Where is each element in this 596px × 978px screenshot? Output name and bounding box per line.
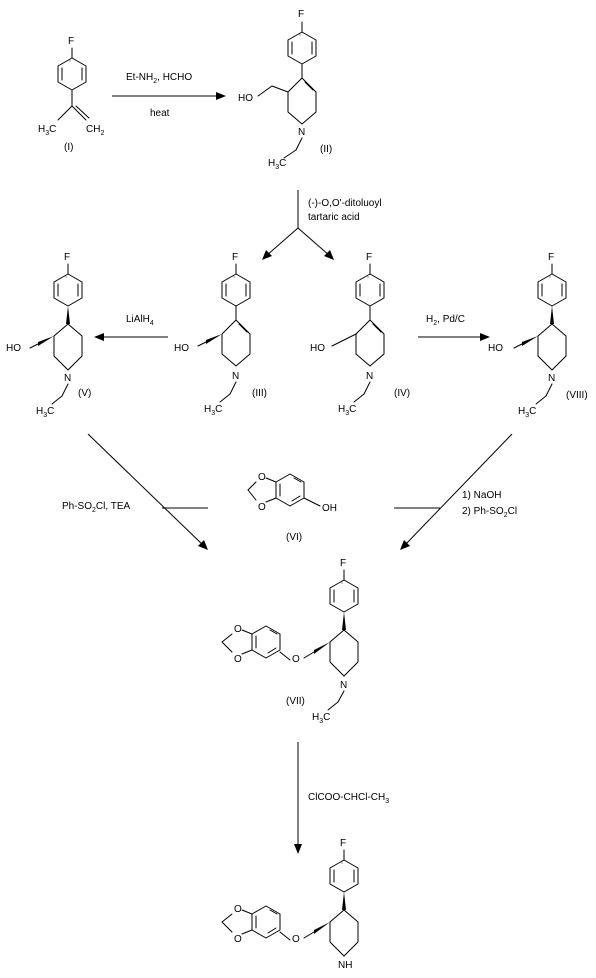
methyl-label: H3C (518, 406, 536, 419)
compound-II: F HO N H3C (II) (238, 9, 332, 171)
nitrogen-label: N (298, 127, 305, 138)
reagent-label: H2, Pd/C (426, 314, 465, 327)
hydroxyl-label: HO (174, 343, 189, 354)
oxygen-label: O (234, 904, 242, 915)
compound-id: (II) (320, 144, 332, 155)
methyl-label: H3C (312, 712, 330, 725)
ether-oxygen-label: O (292, 654, 300, 665)
methyl-label: H3C (204, 404, 222, 417)
oxygen-label: O (258, 502, 266, 513)
compound-id: (I) (64, 142, 73, 153)
hydroxyl-label: HO (6, 343, 21, 354)
fluorine-label: F (548, 252, 554, 263)
hydroxyl-label: HO (238, 93, 253, 104)
fluorine-label: F (64, 252, 70, 263)
methyl-label: H3C (38, 124, 56, 137)
arrow-left-diagonal: Ph-SO2Cl, TEA (62, 433, 208, 550)
fluorine-label: F (298, 9, 304, 20)
compound-IV: F HO N H3C (IV) (310, 252, 410, 417)
reagent-label: Et-NH2, HCHO (126, 72, 192, 85)
final-product: F O O O NH (221, 838, 359, 971)
compound-III: F HO N H3C (III) (174, 252, 267, 417)
nitrogen-label: N (340, 680, 347, 691)
hydroxyl-label: HO (310, 343, 325, 354)
arrow-1: Et-NH2, HCHO heat (112, 72, 226, 119)
methyl-label: H3C (268, 158, 286, 171)
compound-VIII: F HO N H3C (VIII) (488, 252, 588, 419)
amine-label: NH (338, 960, 352, 971)
arrow-resolution: (-)-O,O'-ditoluoyl tartaric acid (262, 190, 382, 260)
ether-oxygen-label: O (292, 934, 300, 945)
methyl-label: H3C (338, 404, 356, 417)
arrow-lialh4: LiAlH4 (94, 314, 168, 341)
reagent-label: (-)-O,O'-ditoluoyl (308, 198, 382, 209)
compound-id: (IV) (394, 388, 410, 399)
compound-VII: F O O O N H3C (VII) (221, 558, 359, 725)
fluorine-label: F (68, 36, 74, 47)
nitrogen-label: N (366, 371, 373, 382)
nitrogen-label: N (64, 373, 71, 384)
arrow-right-diagonal: 1) NaOH 2) Ph-SO2Cl (394, 433, 517, 550)
compound-V: F HO N H3C (V) (6, 252, 91, 419)
hydroxyl-label: OH (322, 503, 337, 514)
reagent-label: 1) NaOH (462, 490, 501, 501)
nitrogen-label: N (548, 373, 555, 384)
compound-id: (VII) (286, 696, 305, 707)
arrow-dealkylation: ClCOO-CHCl-CH3 (294, 742, 389, 854)
fluorine-label: F (366, 252, 372, 263)
reagent-label: heat (150, 108, 170, 119)
arrow-hydrogenation: H2, Pd/C (418, 314, 490, 341)
fluorine-label: F (340, 558, 346, 569)
reagent-label: ClCOO-CHCl-CH3 (308, 792, 389, 805)
compound-id: (V) (78, 388, 91, 399)
oxygen-label: O (234, 654, 242, 665)
methylene-label: CH2 (86, 124, 104, 137)
compound-VI: OH O O (VI) (247, 472, 337, 543)
reagent-label: 2) Ph-SO2Cl (462, 506, 517, 519)
oxygen-label: O (234, 934, 242, 945)
compound-id: (VIII) (566, 390, 588, 401)
nitrogen-label: N (232, 371, 239, 382)
oxygen-label: O (258, 472, 266, 483)
methyl-label: H3C (36, 406, 54, 419)
fluorine-label: F (340, 838, 346, 849)
compound-I: F H3C CH2 (I) (38, 36, 104, 153)
compound-id: (III) (252, 388, 267, 399)
reagent-label: LiAlH4 (126, 314, 154, 327)
reagent-label: tartaric acid (308, 212, 360, 223)
reagent-label: Ph-SO2Cl, TEA (62, 501, 131, 514)
hydroxyl-label: HO (488, 343, 503, 354)
compound-id: (VI) (286, 532, 302, 543)
oxygen-label: O (234, 624, 242, 635)
fluorine-label: F (232, 252, 238, 263)
